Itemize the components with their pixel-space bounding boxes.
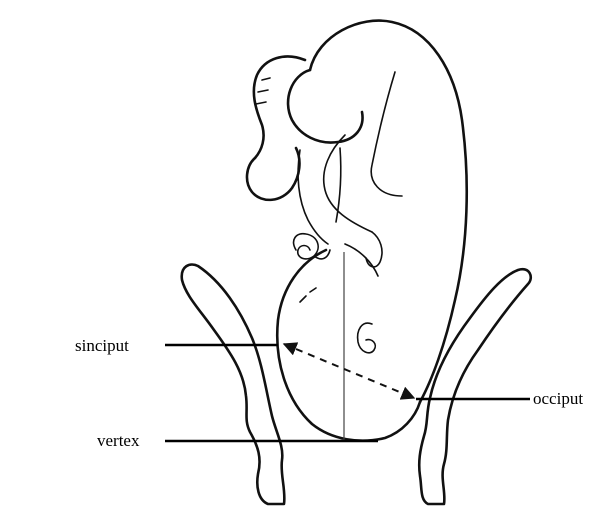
fetal-foot-toes	[256, 78, 270, 104]
fetal-knee-line	[298, 150, 328, 244]
fetal-chest-line	[371, 72, 402, 196]
suboccipitobregmatic-diameter-arrow	[284, 344, 414, 398]
fetal-foot	[247, 148, 300, 200]
fetal-neck-line	[345, 244, 378, 276]
label-occiput: occiput	[533, 389, 583, 408]
fetal-arm	[324, 135, 372, 232]
fetal-thigh	[288, 70, 362, 143]
label-sinciput: sinciput	[75, 336, 129, 355]
fetal-head-outline	[277, 250, 420, 441]
fetal-lower-leg	[254, 56, 305, 158]
fetal-trunk-outline	[310, 21, 467, 402]
label-vertex: vertex	[97, 431, 140, 450]
umbilical-cord-coil	[294, 234, 330, 259]
fetal-face-mark	[300, 288, 316, 302]
fetus-illustration	[247, 21, 467, 441]
right-pelvic-bone	[419, 269, 531, 504]
left-pelvic-bone	[182, 265, 285, 504]
maternal-pelvis	[182, 265, 531, 504]
fetal-ear	[358, 323, 376, 353]
